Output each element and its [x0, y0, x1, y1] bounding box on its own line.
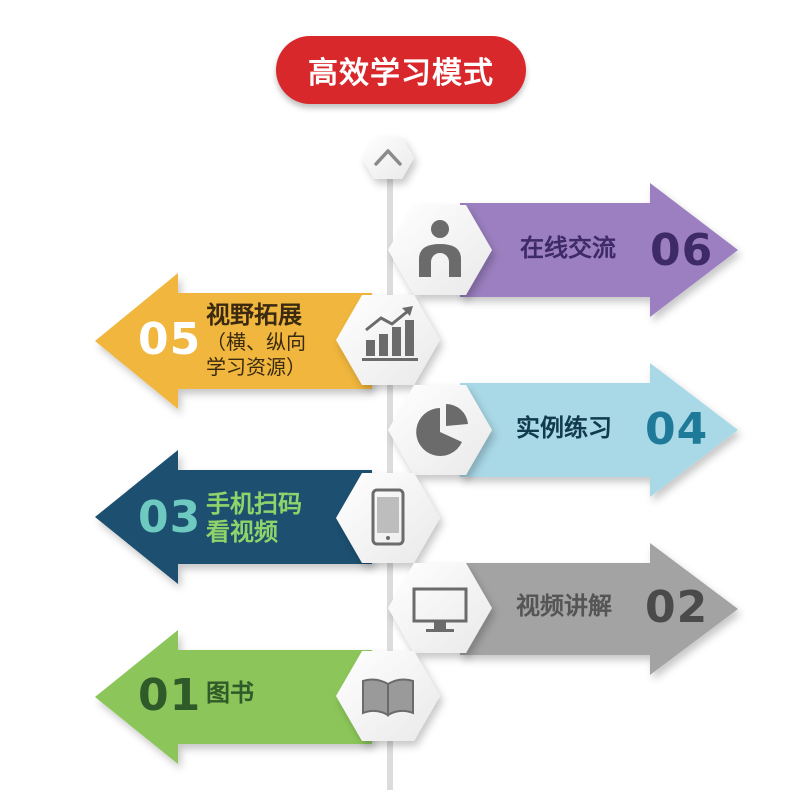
step-05-label: 视野拓展 — [206, 301, 302, 329]
arrow-04 — [460, 363, 738, 497]
step-03-number: 03 — [138, 492, 202, 543]
arrow-05 — [95, 273, 372, 409]
step-04-number: 04 — [645, 404, 709, 455]
step-01-number: 01 — [138, 670, 202, 721]
arrow-06 — [460, 183, 738, 317]
step-01-label: 图书 — [206, 679, 254, 707]
top-hexagon — [362, 137, 414, 179]
open-book-icon — [362, 678, 414, 717]
pie-chart-icon — [416, 403, 468, 456]
step-06-number: 06 — [650, 225, 714, 276]
person-icon — [419, 220, 461, 277]
step-03-label-line2: 看视频 — [206, 518, 278, 546]
smartphone-icon — [371, 488, 405, 546]
title-badge: 高效学习模式 — [276, 36, 526, 104]
bar-growth-chart-icon — [362, 306, 418, 361]
arrow-02 — [460, 543, 738, 675]
hexagon-02 — [388, 563, 492, 653]
monitor-icon — [412, 587, 468, 632]
step-02-label: 视频讲解 — [516, 592, 612, 620]
step-05-subtext-2: 学习资源） — [206, 355, 306, 379]
step-04-label: 实例练习 — [516, 414, 612, 442]
step-03-label: 手机扫码 — [206, 490, 302, 518]
chevron-up-icon — [374, 149, 402, 166]
step-05-subtext-1: （横、纵向 — [206, 330, 306, 354]
arrow-03 — [95, 450, 372, 584]
step-02-number: 02 — [645, 582, 709, 633]
central-stem — [387, 150, 393, 790]
step-06-label: 在线交流 — [520, 234, 616, 262]
step-05-number: 05 — [138, 314, 202, 365]
page-title: 高效学习模式 — [308, 56, 494, 91]
arrow-01 — [95, 630, 372, 764]
